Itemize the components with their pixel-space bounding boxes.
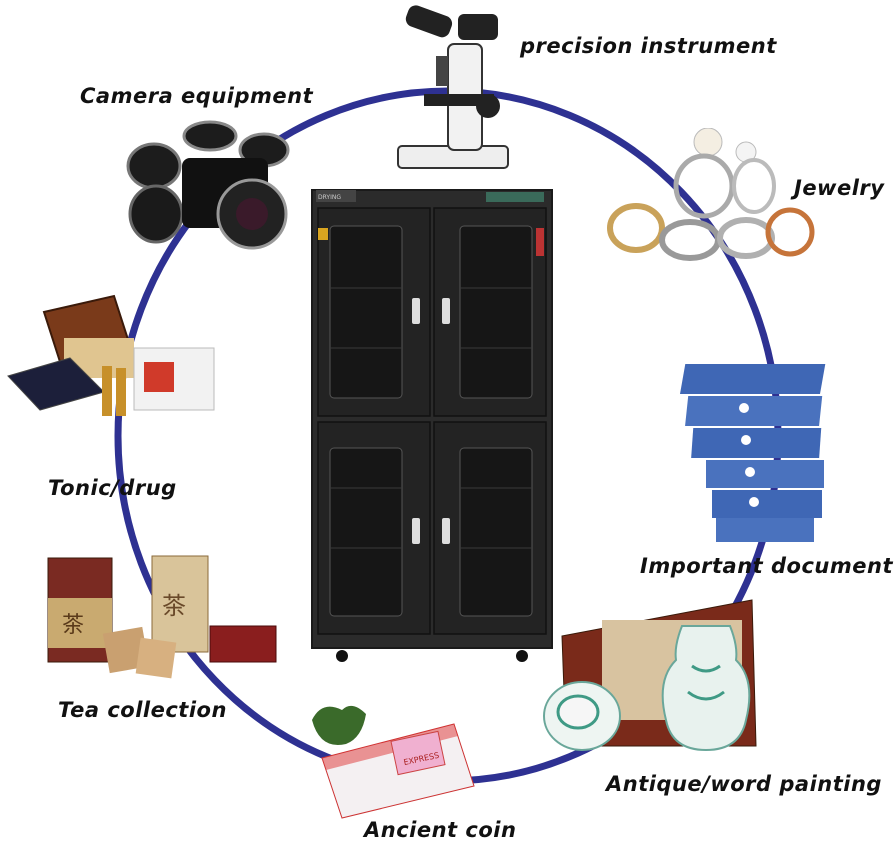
dry-cabinet-icon: DRYING bbox=[311, 189, 553, 662]
tonic-box-icon bbox=[7, 294, 215, 416]
label-jewelry: Jewelry bbox=[794, 176, 885, 200]
label-ancient-coin: Ancient coin bbox=[364, 818, 517, 842]
stamp-album-icon: EXPRESS bbox=[312, 705, 475, 819]
svg-text:茶: 茶 bbox=[162, 592, 186, 620]
camera-icon bbox=[126, 120, 290, 250]
label-antique-painting: Antique/word painting bbox=[606, 772, 882, 796]
microscope-icon bbox=[397, 5, 509, 169]
label-important-document: Important document bbox=[640, 554, 893, 578]
label-tea-collection: Tea collection bbox=[58, 698, 227, 722]
svg-text:茶: 茶 bbox=[62, 613, 84, 638]
rings-icon bbox=[607, 128, 815, 261]
tea-box-icon: 茶 茶 bbox=[47, 555, 277, 679]
vase-icon bbox=[543, 599, 757, 752]
svg-text:DRYING: DRYING bbox=[318, 194, 341, 201]
label-precision-instrument: precision instrument bbox=[520, 34, 777, 58]
label-tonic-drug: Tonic/drug bbox=[48, 476, 177, 500]
binders-icon bbox=[680, 364, 826, 542]
label-camera-equipment: Camera equipment bbox=[80, 84, 314, 108]
